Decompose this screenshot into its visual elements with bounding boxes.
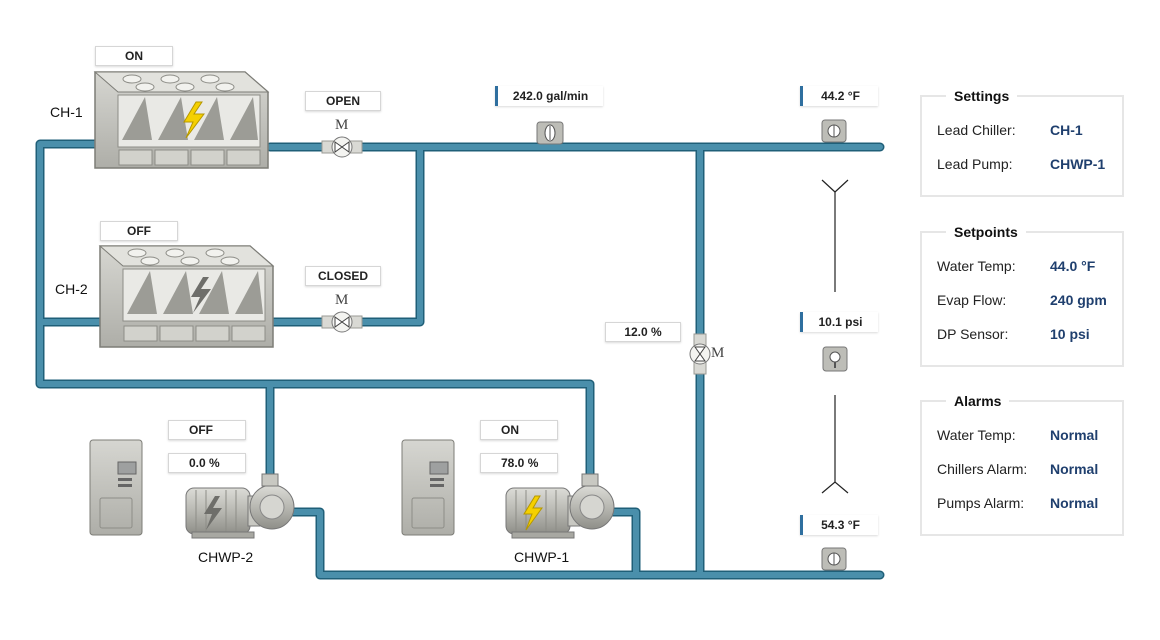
valve-1-actuator-label: M — [335, 117, 349, 133]
pump-chwp1-status: ON — [480, 420, 558, 440]
chiller-ch1-unit[interactable] — [93, 71, 270, 169]
temperature-sensor-icon[interactable] — [821, 547, 847, 571]
lightning-bolt-icon — [523, 495, 543, 531]
pump-chwp2-status: OFF — [168, 420, 246, 440]
lightning-bolt-icon — [204, 496, 222, 530]
chiller-ch2-status: OFF — [100, 221, 178, 241]
supply-temp-gauge: 44.2 °F — [800, 86, 878, 106]
settings-lead-chiller-value: CH-1 — [1050, 122, 1083, 138]
flow-gauge: 242.0 gal/min — [495, 86, 603, 106]
chiller-ch2-label: CH-2 — [55, 281, 88, 297]
lightning-bolt-icon — [183, 101, 205, 139]
bypass-valve-icon[interactable] — [689, 333, 711, 375]
pipe-network — [35, 139, 885, 580]
chiller-ch1-label: CH-1 — [50, 104, 83, 120]
setpoints-evap-flow-label: Evap Flow: — [937, 292, 1007, 308]
return-temp-gauge: 54.3 °F — [800, 515, 878, 535]
settings-title: Settings — [946, 88, 1018, 104]
temperature-sensor-icon[interactable] — [821, 119, 847, 143]
valve-1-status: OPEN — [305, 91, 381, 111]
valve-2-actuator-label: M — [335, 292, 349, 308]
dp-gauge: 10.1 psi — [800, 312, 878, 332]
pump-chwp1-speed: 78.0 % — [480, 453, 558, 473]
valve-2-status: CLOSED — [305, 266, 381, 286]
vfd-cabinet-chwp1[interactable] — [401, 439, 455, 536]
valve-icon[interactable] — [321, 311, 363, 333]
alarms-title: Alarms — [946, 393, 1010, 409]
alarms-pumps-value: Normal — [1050, 495, 1099, 511]
pump-chwp2-label: CHWP-2 — [198, 549, 254, 565]
pump-chwp2-unit[interactable] — [185, 473, 295, 539]
alarms-chillers-label: Chillers Alarm: — [937, 461, 1028, 477]
alarms-water-temp-value: Normal — [1050, 427, 1099, 443]
setpoints-water-temp-value: 44.0 °F — [1050, 258, 1096, 274]
valve-icon[interactable] — [321, 136, 363, 158]
vfd-cabinet-chwp2[interactable] — [89, 439, 143, 536]
pressure-sensor-icon[interactable] — [822, 346, 848, 372]
flow-meter-icon[interactable] — [536, 121, 564, 145]
alarms-pumps-label: Pumps Alarm: — [937, 495, 1025, 511]
chiller-ch2-unit[interactable] — [98, 245, 275, 348]
dp-sensor-line — [821, 179, 849, 494]
setpoints-title: Setpoints — [946, 224, 1026, 240]
setpoints-dp-sensor-label: DP Sensor: — [937, 326, 1009, 342]
setpoints-panel: Setpoints Water Temp: 44.0 °F Evap Flow:… — [920, 224, 1124, 367]
bypass-valve-actuator-label: M — [711, 345, 725, 361]
lightning-bolt-icon — [191, 277, 211, 313]
setpoints-dp-sensor-value: 10 psi — [1050, 326, 1090, 342]
settings-lead-pump-label: Lead Pump: — [937, 156, 1013, 172]
settings-lead-pump-value: CHWP-1 — [1050, 156, 1106, 172]
alarms-chillers-value: Normal — [1050, 461, 1099, 477]
chiller-ch1-status: ON — [95, 46, 173, 66]
setpoints-evap-flow-value: 240 gpm — [1050, 292, 1107, 308]
pump-chwp1-unit[interactable] — [505, 473, 615, 539]
settings-panel: Settings Lead Chiller: CH-1 Lead Pump: C… — [920, 88, 1124, 197]
setpoints-water-temp-label: Water Temp: — [937, 258, 1016, 274]
alarms-water-temp-label: Water Temp: — [937, 427, 1016, 443]
pump-chwp2-speed: 0.0 % — [168, 453, 246, 473]
pump-chwp1-label: CHWP-1 — [514, 549, 570, 565]
alarms-panel: Alarms Water Temp: Normal Chillers Alarm… — [920, 393, 1124, 536]
bypass-valve-position: 12.0 % — [605, 322, 681, 342]
settings-lead-chiller-label: Lead Chiller: — [937, 122, 1016, 138]
